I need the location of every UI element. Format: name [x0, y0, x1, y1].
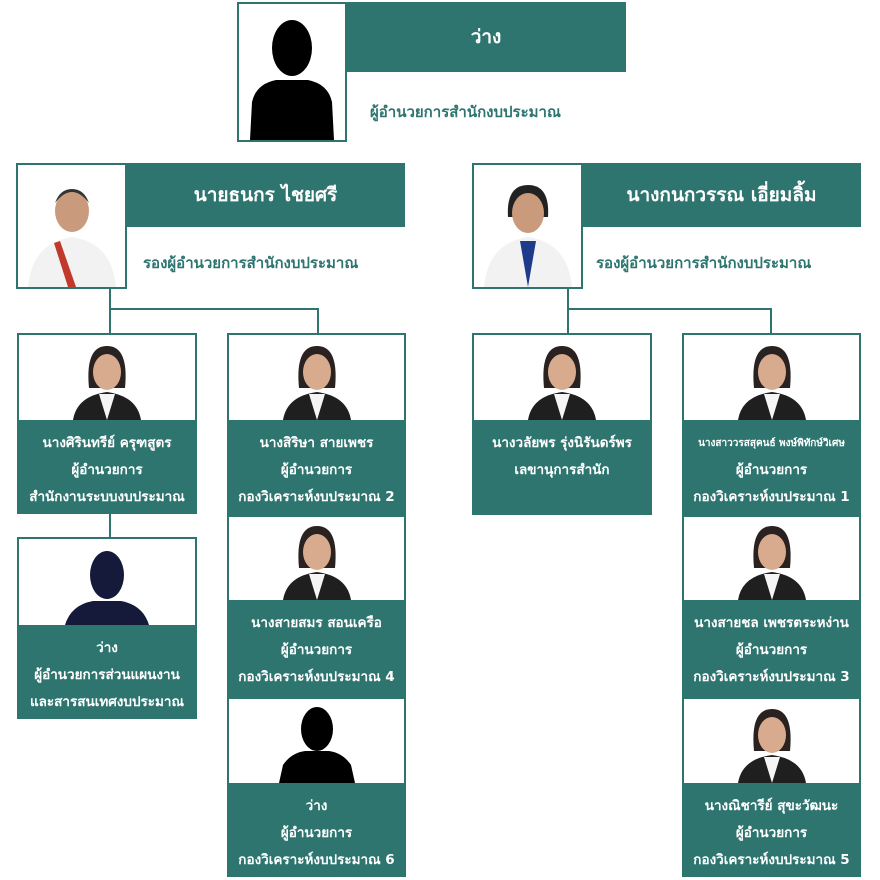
staff-position: ผู้อำนวยการ	[280, 825, 353, 841]
staff-name: นางวลัยพร รุ่งนิรันดร์พร	[492, 435, 632, 451]
person-photo-icon	[73, 346, 141, 420]
connector-line	[317, 308, 319, 334]
staff-position: กองวิเคราะห์งบประมาณ 3	[693, 669, 850, 685]
connector-line	[109, 288, 111, 334]
director-title: ผู้อำนวยการสำนักงบประมาณ	[370, 103, 561, 121]
connector-line	[109, 308, 319, 310]
staff-name: นางสิริษา สายเพชร	[259, 435, 374, 451]
staff-position: และสารสนเทศงบประมาณ	[29, 694, 185, 710]
staff-position: ผู้อำนวยการ	[71, 462, 143, 478]
staff-info: นางวลัยพร รุ่งนิรันดร์พรเลขานุการสำนัก	[472, 420, 652, 515]
staff-photo	[682, 333, 861, 420]
connector-line	[567, 288, 569, 334]
staff-position: กองวิเคราะห์งบประมาณ 6	[238, 852, 395, 868]
staff-name: นางสายสมร สอนเครือ	[251, 615, 382, 631]
director-name: ว่าง	[346, 2, 626, 72]
person-silhouette-icon	[250, 20, 334, 140]
staff-info: นางสายชล เพชรตระหง่านผู้อำนวยการกองวิเคร…	[682, 600, 861, 697]
person-silhouette-icon	[65, 551, 149, 625]
staff-info: ว่างผู้อำนวยการกองวิเคราะห์งบประมาณ 6	[227, 783, 406, 877]
staff-position: กองวิเคราะห์งบประมาณ 5	[693, 852, 850, 868]
staff-photo	[472, 333, 652, 420]
person-photo-icon	[27, 189, 116, 287]
staff-position: กองวิเคราะห์งบประมาณ 2	[238, 489, 395, 505]
staff-info: นางศิรินทรีย์ ครุฑสูตรผู้อำนวยการสำนักงา…	[17, 420, 197, 514]
staff-photo	[17, 333, 197, 420]
deputy-title: รองผู้อำนวยการสำนักงบประมาณ	[143, 254, 359, 272]
staff-position: ผู้อำนวยการส่วนแผนงาน	[34, 667, 180, 683]
staff-name: นางสาววรสสุคนธ์ พงษ์พิทักษ์วิเศษ	[698, 438, 845, 449]
deputy-title: รองผู้อำนวยการสำนักงบประมาณ	[596, 254, 812, 272]
staff-info: นางสายสมร สอนเครือผู้อำนวยการกองวิเคราะห…	[227, 600, 406, 697]
staff-info: นางสิริษา สายเพชรผู้อำนวยการกองวิเคราะห์…	[227, 420, 406, 515]
staff-position: ผู้อำนวยการ	[735, 825, 808, 841]
staff-photo	[227, 515, 406, 600]
deputy-name: นายธนกร ไชยศรี	[126, 163, 405, 227]
staff-info: นางณิชารีย์ สุขะวัฒนะผู้อำนวยการกองวิเคร…	[682, 783, 861, 877]
deputy-photo	[16, 163, 127, 289]
staff-position: กองวิเคราะห์งบประมาณ 4	[238, 669, 395, 685]
staff-position: ผู้อำนวยการ	[735, 462, 808, 478]
deputy-name: นางกนกวรรณ เอี่ยมลิ้ม	[582, 163, 861, 227]
staff-name: นางสายชล เพชรตระหง่าน	[694, 615, 849, 631]
staff-position: ผู้อำนวยการ	[735, 642, 808, 658]
staff-position: ผู้อำนวยการ	[280, 642, 353, 658]
staff-position: สำนักงานระบบงบประมาณ	[29, 489, 185, 505]
person-photo-icon	[737, 709, 806, 783]
staff-photo	[17, 537, 197, 625]
connector-line	[770, 308, 772, 334]
person-photo-icon	[282, 346, 351, 420]
person-photo-icon	[737, 346, 806, 420]
staff-position: กองวิเคราะห์งบประมาณ 1	[693, 489, 850, 505]
staff-name: ว่าง	[305, 798, 328, 814]
staff-photo	[682, 515, 861, 600]
director-photo	[237, 2, 347, 142]
person-silhouette-icon	[278, 707, 355, 783]
staff-info: นางสาววรสสุคนธ์ พงษ์พิทักษ์วิเศษผู้อำนวย…	[682, 420, 861, 515]
staff-photo	[682, 697, 861, 783]
staff-photo	[227, 333, 406, 420]
person-photo-icon	[282, 526, 351, 600]
connector-line	[567, 308, 772, 310]
staff-position: ผู้อำนวยการ	[280, 462, 353, 478]
person-photo-icon	[737, 526, 806, 600]
staff-position: เลขานุการสำนัก	[514, 462, 610, 478]
person-photo-icon	[528, 346, 596, 420]
connector-line	[109, 512, 111, 538]
staff-name: นางณิชารีย์ สุขะวัฒนะ	[704, 798, 839, 814]
staff-info: ว่างผู้อำนวยการส่วนแผนงานและสารสนเทศงบปร…	[17, 625, 197, 719]
staff-name: นางศิรินทรีย์ ครุฑสูตร	[42, 435, 172, 451]
person-photo-icon	[483, 185, 572, 287]
staff-name: ว่าง	[96, 640, 118, 656]
staff-photo	[227, 697, 406, 783]
deputy-photo	[472, 163, 583, 289]
